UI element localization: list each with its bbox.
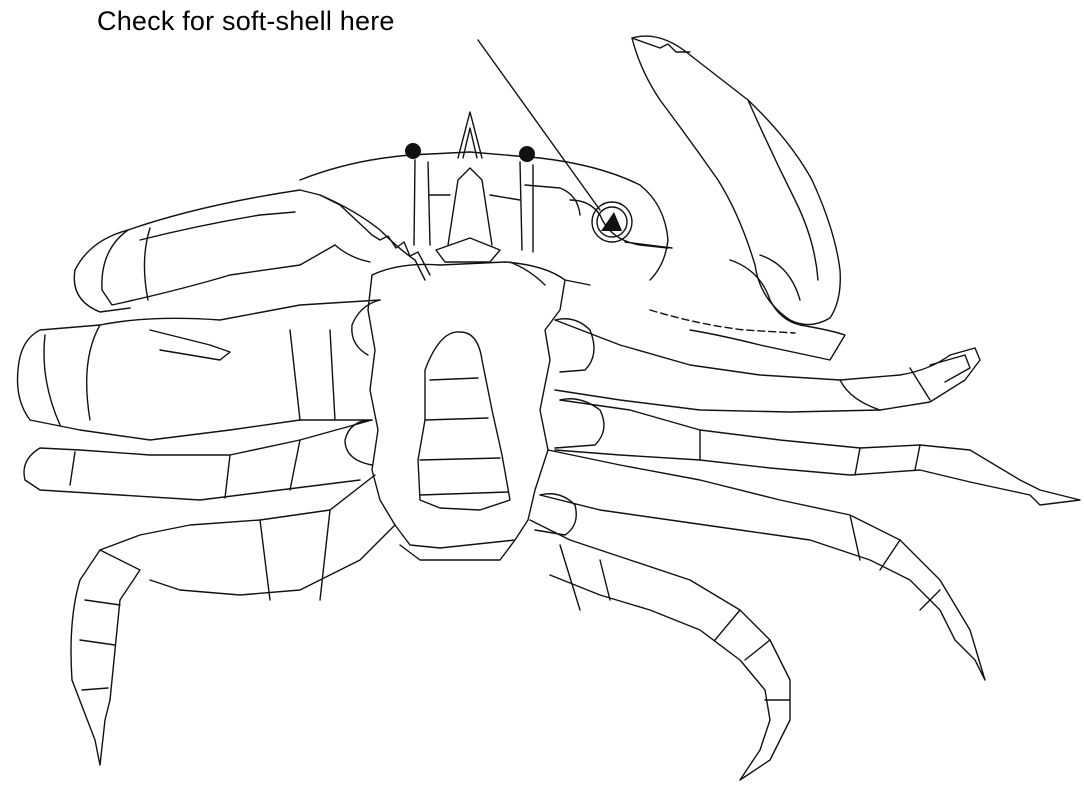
- eyes: [405, 112, 535, 262]
- coxa-segments: [345, 300, 604, 535]
- triangle-in-circle-icon: [601, 212, 622, 231]
- right-legs: [530, 320, 1080, 780]
- left-legs: [18, 300, 396, 765]
- right-eye-dot-icon: [519, 146, 535, 162]
- leader-line: [478, 40, 600, 210]
- sternum: [368, 262, 590, 560]
- left-claw: [74, 190, 430, 312]
- left-eye-dot-icon: [405, 143, 421, 159]
- right-claw: [632, 36, 845, 360]
